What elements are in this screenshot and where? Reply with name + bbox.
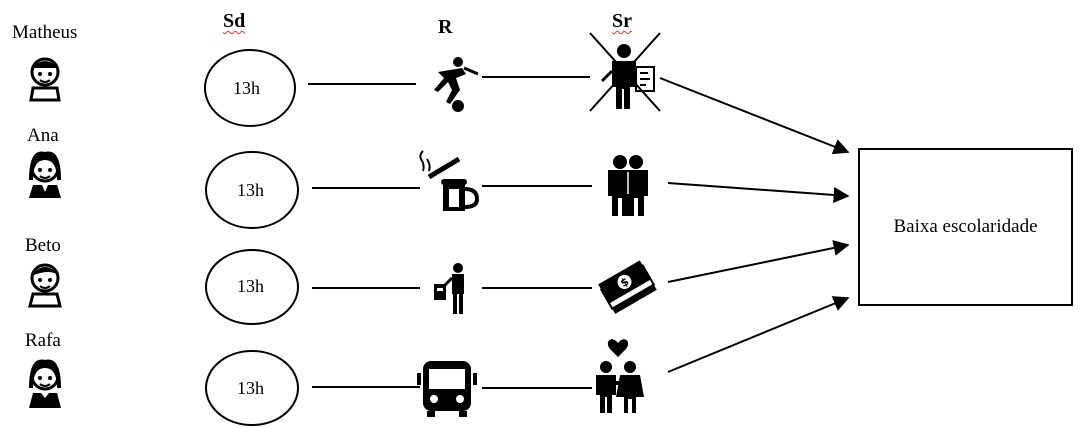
outcome-label: Baixa escolaridade [893, 216, 1038, 237]
bus-icon [417, 361, 477, 417]
soccer-player-icon [434, 57, 479, 112]
teacher-crossed-icon [589, 32, 661, 112]
sd-circle-rafa [205, 350, 299, 426]
sd-circle-ana [205, 151, 299, 229]
sd-circle-beto [205, 249, 299, 325]
sd-circle-matheus [204, 49, 296, 127]
avatar-matheus-icon [29, 57, 61, 102]
person-name-matheus: Matheus [12, 22, 78, 43]
header-r: R [438, 16, 453, 38]
money-icon: $ [598, 260, 657, 314]
friends-icon [608, 155, 648, 216]
couple-heart-icon [596, 339, 644, 413]
avatar-ana-icon [29, 151, 61, 198]
person-name-beto: Beto [25, 235, 61, 256]
person-name-rafa: Rafa [25, 330, 61, 351]
arrow-matheus [659, 77, 850, 155]
outcome-box: Baixa escolaridade [858, 148, 1073, 306]
header-sr: Sr [612, 10, 632, 32]
person-name-ana: Ana [27, 125, 59, 146]
time-label-rafa: 13h [237, 378, 264, 398]
time-label-ana: 13h [237, 180, 264, 200]
avatar-rafa-icon [29, 359, 61, 408]
time-label-matheus: 13h [233, 78, 260, 98]
smoking-drinking-icon [419, 150, 480, 211]
arrow-rafa [667, 296, 850, 373]
avatar-beto-icon [28, 263, 62, 308]
time-label-beto: 13h [237, 276, 264, 296]
worker-trash-icon [434, 263, 464, 314]
arrow-ana [667, 182, 850, 203]
header-sd: Sd [223, 10, 246, 32]
arrow-beto [667, 240, 850, 283]
